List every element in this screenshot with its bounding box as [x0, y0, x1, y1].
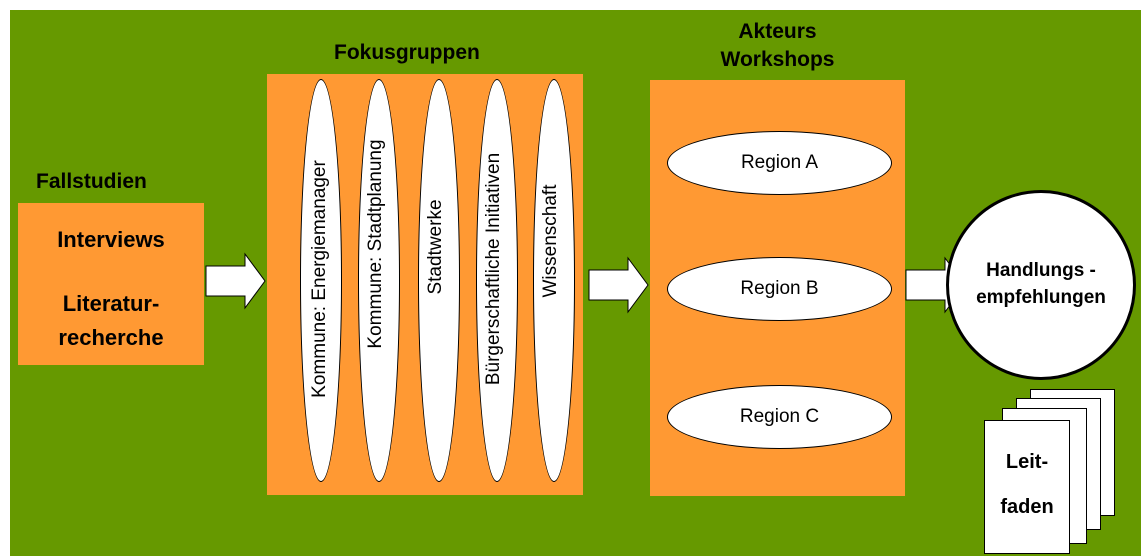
recommendations-circle: Handlungs - empfehlungen	[946, 190, 1136, 380]
focus-group-ellipse	[533, 79, 575, 482]
region-label: Region B	[740, 278, 819, 299]
leitfaden-line1: Leit-	[1005, 451, 1049, 473]
focus-group-label: Kommune: Energiemanager	[309, 160, 330, 398]
fallstudien-title: Fallstudien	[36, 170, 147, 193]
literatur-label-line1: Literatur-	[62, 291, 160, 316]
recommendations-line2: empfehlungen	[976, 287, 1106, 308]
interviews-label: Interviews	[57, 227, 165, 252]
leitfaden-line2: faden	[1000, 496, 1054, 518]
focus-group-ellipse	[300, 79, 342, 482]
region-ellipse: Region C	[667, 385, 892, 449]
focus-group-label: Stadtwerke	[425, 199, 446, 295]
focus-group-ellipse	[418, 79, 460, 482]
focus-group-label: Wissenschaft	[540, 184, 561, 298]
focus-group-label: Kommune: Stadtplanung	[365, 139, 386, 349]
region-ellipse: Region B	[667, 257, 892, 321]
fallstudien-box: Interviews Literatur- recherche	[18, 203, 204, 365]
literatur-label-line2: recherche	[58, 325, 164, 350]
fokusgruppen-title: Fokusgruppen	[334, 41, 480, 64]
recommendations-line1: Handlungs -	[986, 260, 1096, 282]
focus-group-ellipse	[358, 79, 400, 482]
workshops-title-line1: Akteurs	[738, 20, 817, 43]
region-label: Region A	[740, 152, 819, 173]
document-front: Leit- faden	[984, 420, 1070, 554]
arrow-right-1	[205, 252, 266, 310]
focus-group-ellipse	[476, 79, 518, 482]
region-ellipse: Region A	[667, 131, 892, 195]
focus-group-label: Bürgerschaftliche Initiativen	[483, 152, 504, 386]
workshops-title-line2: Workshops	[720, 48, 835, 71]
region-label: Region C	[739, 406, 820, 427]
arrow-right-2	[588, 256, 649, 314]
